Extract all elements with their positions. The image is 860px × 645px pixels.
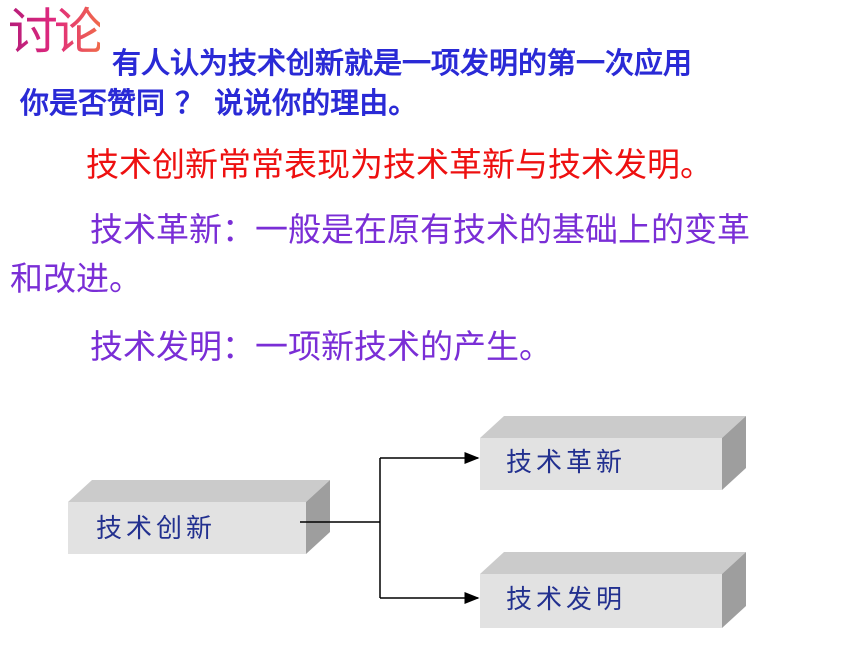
box-bottom: 技术发明: [480, 552, 746, 628]
box-top: 技术革新: [480, 416, 746, 490]
question-line-1: 有人认为技术创新就是一项发明的第一次应用: [112, 46, 693, 80]
connector-lines: [300, 452, 480, 604]
innovation-diagram: 技术创新 技术革新 技术发明: [68, 416, 746, 628]
discuss-title: 讨论: [8, 3, 104, 61]
innovation-statement: 技术创新常常表现为技术革新与技术发明。: [86, 145, 713, 184]
box-root: 技术创新: [68, 480, 330, 554]
box-top-label: 技术革新: [506, 448, 626, 478]
question-line-2: 你是否赞同 ？ 说说你的理由。: [20, 86, 418, 120]
renovation-definition-line-2: 和改进。: [10, 259, 142, 298]
renovation-definition-line-1: 技术革新：一般是在原有技术的基础上的变革: [90, 210, 750, 249]
box-root-label: 技术创新: [96, 514, 216, 544]
box-bottom-label: 技术发明: [506, 585, 626, 615]
invention-definition: 技术发明：一项新技术的产生。: [90, 327, 552, 366]
